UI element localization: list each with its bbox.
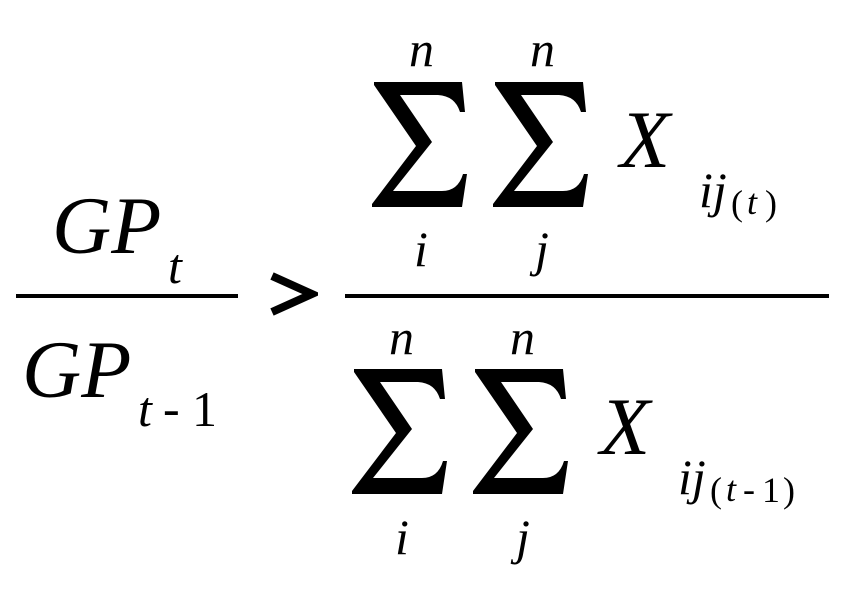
rhs-den-outer-sum-lower: i: [395, 509, 409, 565]
rhs-den-inner-sum-lower: j: [516, 509, 530, 565]
rhs-den-term-index: ij: [678, 449, 706, 505]
rhs-num-inner-sum-upper: n: [530, 21, 555, 77]
lhs-denominator-base: GP: [22, 324, 132, 415]
summation-icon: [372, 82, 467, 207]
rhs-num-outer-sum-lower: i: [414, 221, 428, 277]
rhs-den-term-paren-var: t: [726, 469, 737, 509]
greater-than-icon: [268, 271, 318, 317]
rhs-den-term-paren-close: ): [783, 470, 795, 510]
summation-icon: [473, 369, 568, 494]
rhs-num-term-index: ij: [699, 162, 727, 218]
summation-icon: [352, 369, 447, 494]
summation-icon: [493, 82, 588, 207]
rhs-num-term-paren-open: (: [731, 183, 743, 223]
lhs-denominator-subscript-var: t: [138, 381, 152, 437]
rhs-den-term-paren-open: (: [710, 470, 722, 510]
lhs-numerator-base: GP: [52, 180, 162, 271]
rhs-den-term-paren-op: -: [743, 469, 755, 509]
lhs-denominator-subscript-op: -: [163, 380, 180, 436]
rhs-num-term-base: X: [620, 94, 671, 185]
rhs-den-inner-sum-upper: n: [510, 309, 535, 365]
rhs-fraction-bar: [345, 294, 829, 298]
rhs-num-outer-sum-upper: n: [409, 21, 434, 77]
rhs-num-term-paren-close: ): [765, 183, 777, 223]
lhs-denominator-subscript-num: 1: [192, 381, 217, 437]
rhs-den-term-base: X: [600, 381, 651, 472]
rhs-den-outer-sum-upper: n: [389, 309, 414, 365]
rhs-den-term-paren-num: 1: [762, 470, 780, 510]
rhs-num-inner-sum-lower: j: [535, 221, 549, 277]
rhs-num-term-paren-var: t: [747, 182, 758, 222]
lhs-numerator-subscript: t: [168, 238, 182, 294]
lhs-fraction-bar: [16, 294, 238, 298]
